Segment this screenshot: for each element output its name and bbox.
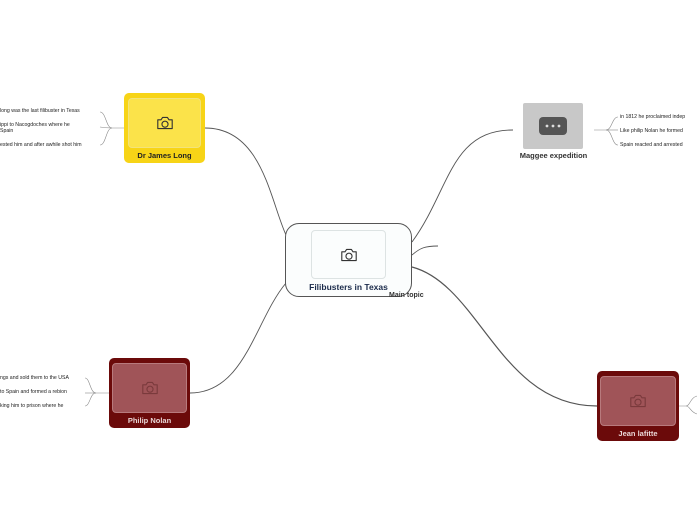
connector-dr-james-long xyxy=(204,127,287,236)
node-maggee-expedition[interactable]: Maggee expedition xyxy=(513,101,594,161)
leaf-item[interactable]: to Spain and formed a rebion xyxy=(0,389,67,395)
central-topic-title: Filibusters in Texas xyxy=(309,282,388,292)
node-dr-james-long-title: Dr James Long xyxy=(137,151,192,160)
camera-icon xyxy=(141,381,158,395)
leaf-item[interactable]: ngs and sold them to the USA xyxy=(0,375,69,381)
connector-floating-topic xyxy=(411,245,439,256)
node-jean-lafitte-thumbnail xyxy=(600,376,676,426)
connector-maggee-expedition xyxy=(411,129,514,243)
central-topic[interactable]: Filibusters in Texas xyxy=(285,223,412,297)
leaf-brackets-philip-nolan xyxy=(84,377,109,407)
floating-topic-label[interactable]: Main topic xyxy=(389,292,424,299)
camera-icon xyxy=(340,248,357,261)
leaf-item[interactable]: in 1812 he proclaimed indep xyxy=(620,114,686,120)
leaf-item[interactable]: long was the last filibuster in Texas xyxy=(0,108,80,114)
leaf-brackets-maggee-expedition xyxy=(594,116,619,146)
leaf-brackets-jean-lafitte xyxy=(679,395,697,415)
node-jean-lafitte-title: Jean lafitte xyxy=(618,429,658,438)
camera-icon xyxy=(630,394,646,408)
leaf-item[interactable]: Like philip Nolan he formed xyxy=(620,128,683,134)
ellipsis-icon xyxy=(539,117,567,135)
leaf-item[interactable]: ippi to Nacogdoches where he xyxy=(0,122,70,128)
node-dr-james-long-thumbnail xyxy=(128,98,201,148)
node-maggee-expedition-title: Maggee expedition xyxy=(519,151,588,160)
leaf-brackets-dr-james-long xyxy=(99,111,124,146)
leaf-item[interactable]: ested him and after awhile shot him xyxy=(0,142,82,148)
node-maggee-expedition-thumbnail xyxy=(523,103,583,149)
node-philip-nolan-thumbnail xyxy=(112,363,187,413)
central-topic-thumbnail xyxy=(311,230,386,279)
connector-jean-lafitte xyxy=(411,266,598,407)
node-philip-nolan[interactable]: Philip Nolan xyxy=(109,358,190,428)
camera-icon xyxy=(156,116,173,130)
node-dr-james-long[interactable]: Dr James Long xyxy=(124,93,205,163)
leaf-item[interactable]: Spain reacted and arrested xyxy=(620,142,683,148)
connector-philip-nolan xyxy=(189,282,287,394)
leaf-item[interactable]: king him to prison where he xyxy=(0,403,64,409)
leaf-item[interactable]: Spain xyxy=(0,128,14,134)
node-philip-nolan-title: Philip Nolan xyxy=(127,416,172,425)
node-jean-lafitte[interactable]: Jean lafitte xyxy=(597,371,679,441)
